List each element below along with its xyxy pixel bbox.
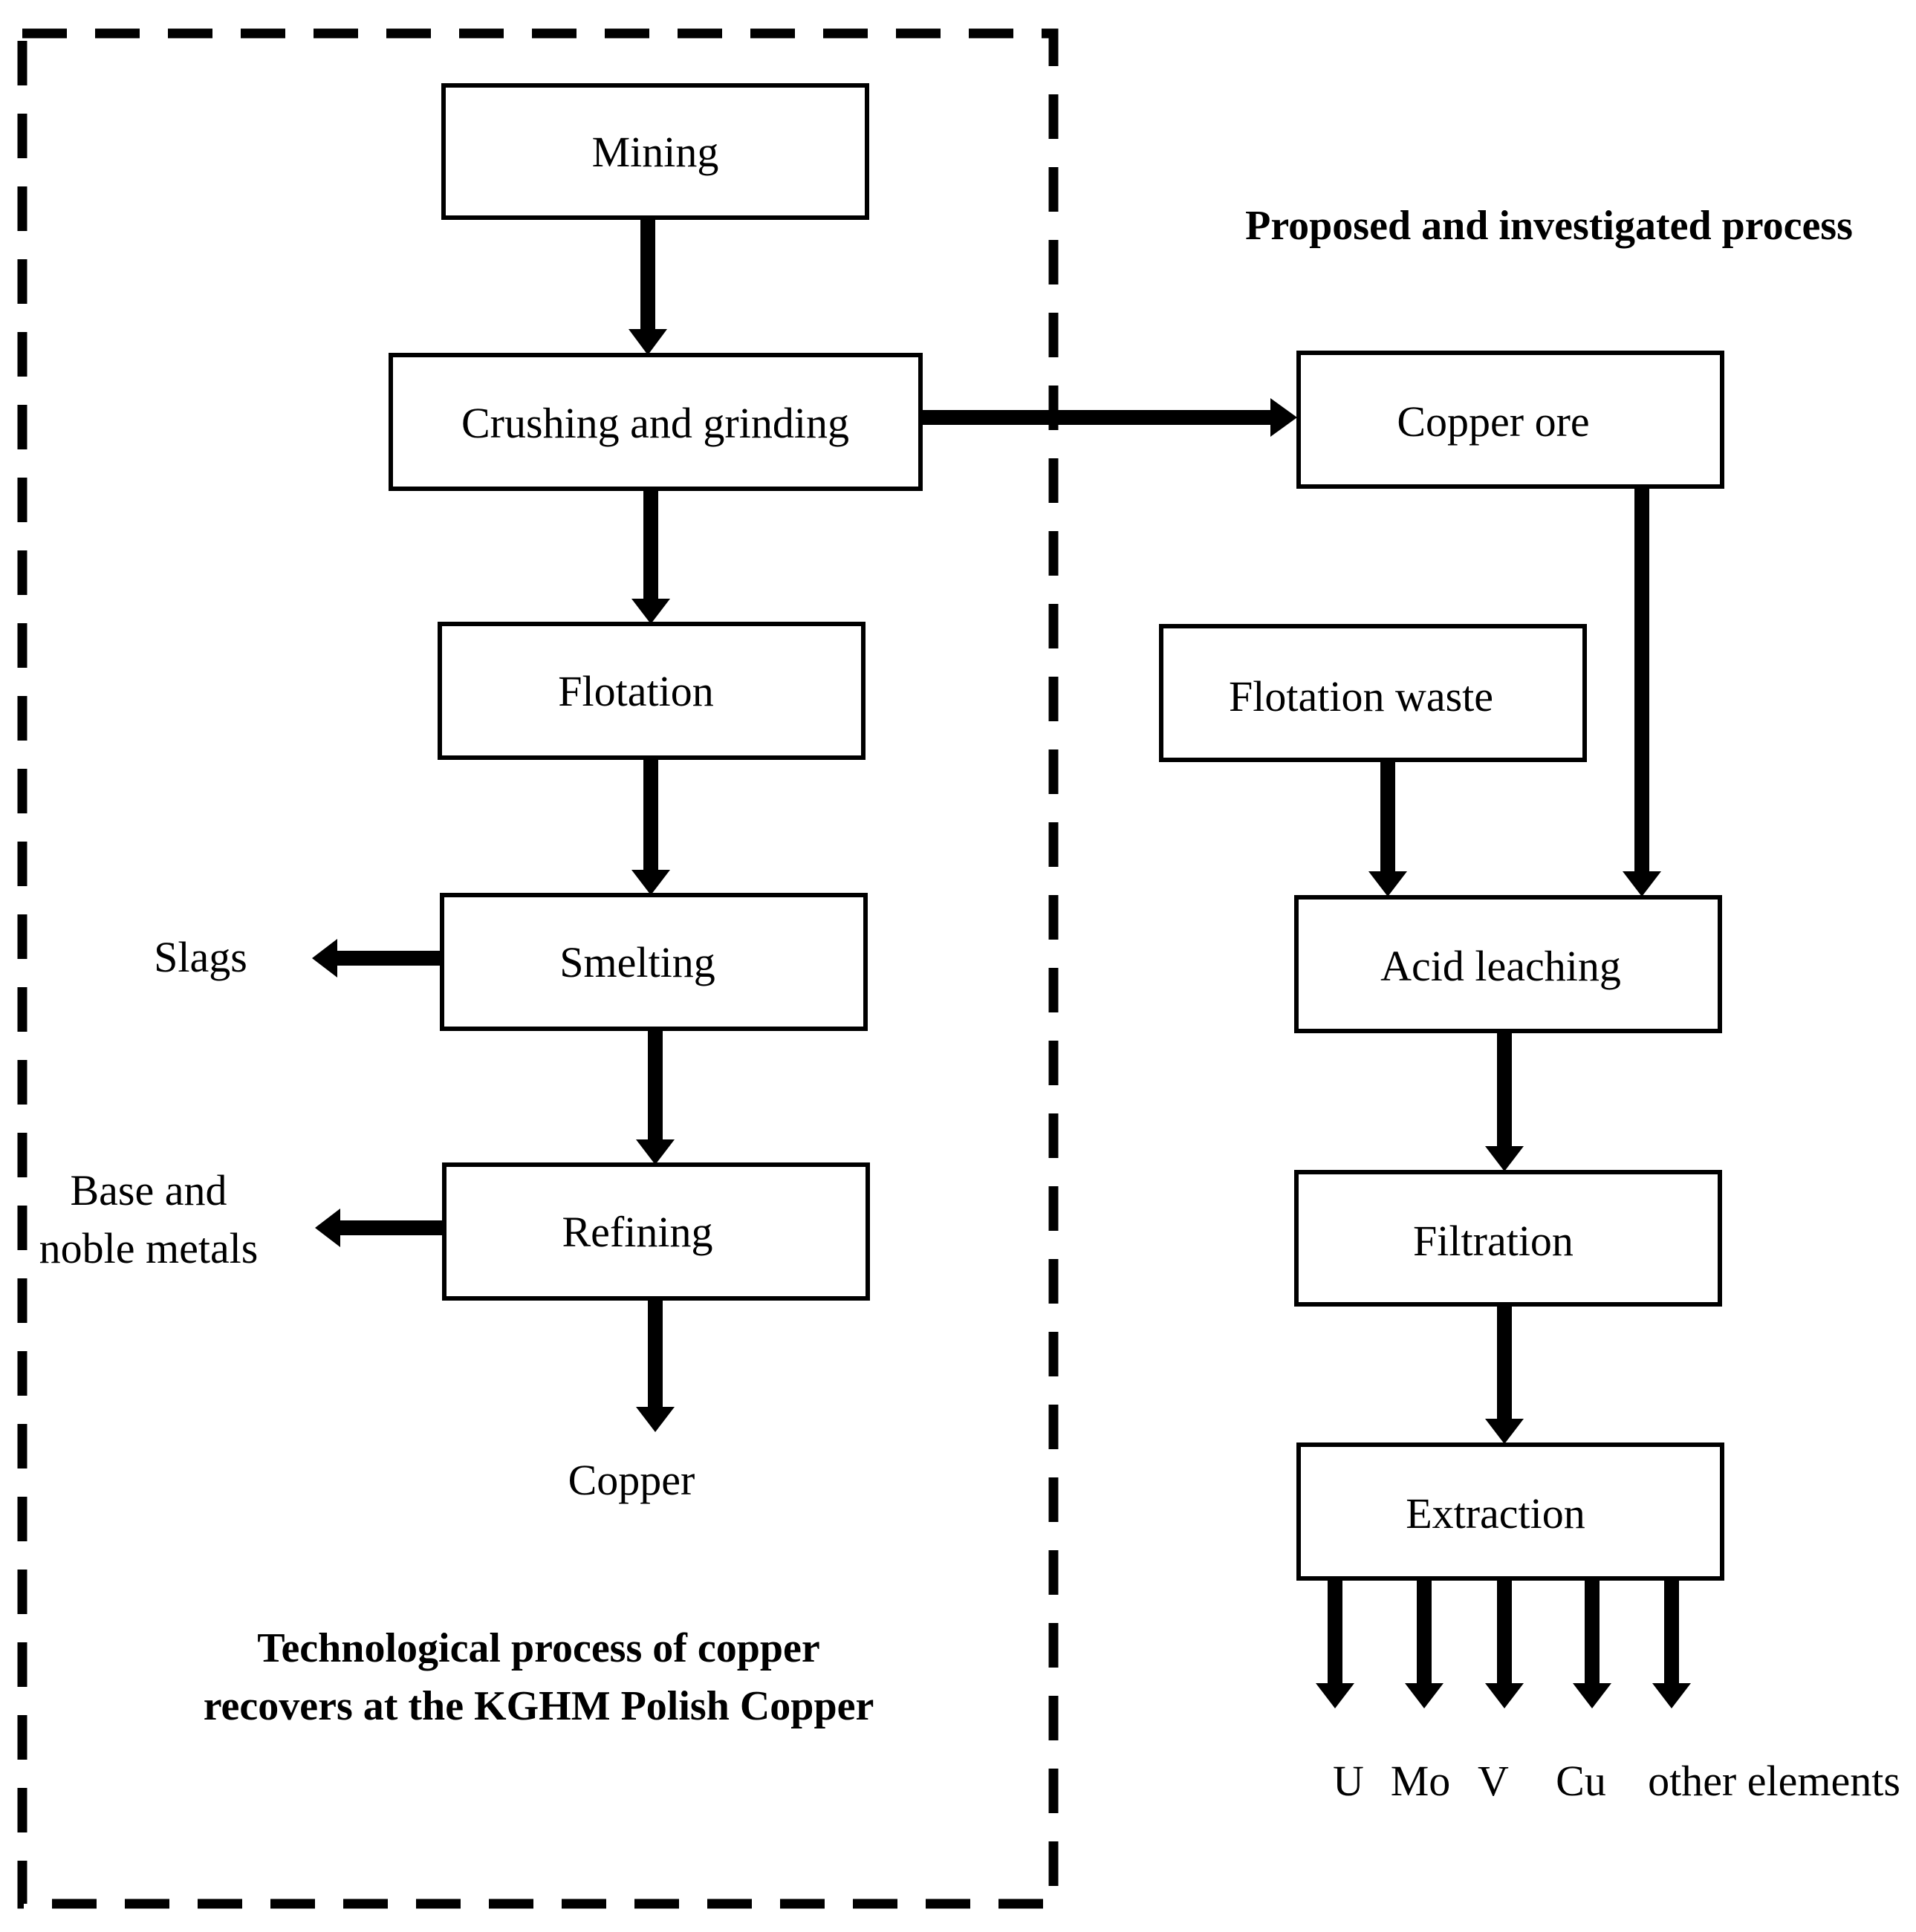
arrow-flotation-to-smelting [631,758,670,895]
step-flotation-waste: Flotation waste [1159,624,1587,762]
step-refining-label: Refining [562,1208,713,1256]
kghm-process-boundary [17,28,1059,1909]
arrow-refining-to-copper [636,1298,675,1432]
output-metals-line2: noble metals [39,1224,259,1272]
arrow-mining-to-crushing [629,218,667,355]
step-smelting-label: Smelting [559,938,715,986]
output-copper: Copper [568,1456,695,1504]
output-metals-line1: Base and [71,1166,227,1214]
step-flotation-waste-label: Flotation waste [1229,672,1493,721]
arrow-filtration-to-extraction [1485,1304,1524,1444]
arrow-copper-ore-to-acid-leaching [1623,487,1661,897]
arrow-refining-to-metals [315,1209,444,1247]
step-filtration-label: Filtration [1413,1217,1574,1265]
left-caption-line2: recovers at the KGHM Polish Copper [204,1683,874,1729]
product-other-elements: other elements [1648,1757,1900,1805]
arrow-extraction-to-mo [1405,1578,1444,1708]
step-mining-label: Mining [592,128,719,176]
product-mo: Mo [1391,1757,1451,1805]
right-caption: Proposed and investigated process [1245,203,1853,249]
step-crushing-label: Crushing and grinding [461,399,849,447]
arrow-flotation-waste-to-acid-leaching [1368,760,1407,897]
left-caption-line1: Technological process of copper [257,1625,820,1671]
step-filtration: Filtration [1294,1170,1722,1307]
arrow-extraction-to-u [1316,1578,1354,1708]
step-mining: Mining [441,83,869,220]
arrow-smelting-to-slags [312,939,442,978]
step-extraction-label: Extraction [1406,1489,1585,1538]
arrow-acid-leaching-to-filtration [1485,1031,1524,1171]
arrow-extraction-to-cu [1573,1578,1611,1708]
arrow-extraction-to-v [1485,1578,1524,1708]
product-u: U [1333,1757,1364,1805]
step-refining: Refining [442,1162,870,1301]
step-smelting: Smelting [440,893,868,1031]
step-extraction: Extraction [1296,1443,1724,1581]
step-flotation-label: Flotation [558,667,713,715]
product-v: V [1478,1757,1509,1805]
arrow-extraction-to-other-elements [1652,1578,1691,1708]
output-slags: Slags [154,933,247,981]
product-cu: Cu [1556,1757,1606,1805]
step-copper-ore: Copper ore [1296,351,1724,489]
arrow-smelting-to-refining [636,1029,675,1165]
step-acid-leaching-label: Acid leaching [1380,942,1621,990]
arrow-crushing-to-flotation [631,489,670,624]
arrow-crushing-to-copper-ore [920,398,1297,437]
step-crushing-and-grinding: Crushing and grinding [389,353,923,491]
step-copper-ore-label: Copper ore [1397,397,1589,446]
step-flotation: Flotation [438,622,866,760]
step-acid-leaching: Acid leaching [1294,895,1722,1033]
